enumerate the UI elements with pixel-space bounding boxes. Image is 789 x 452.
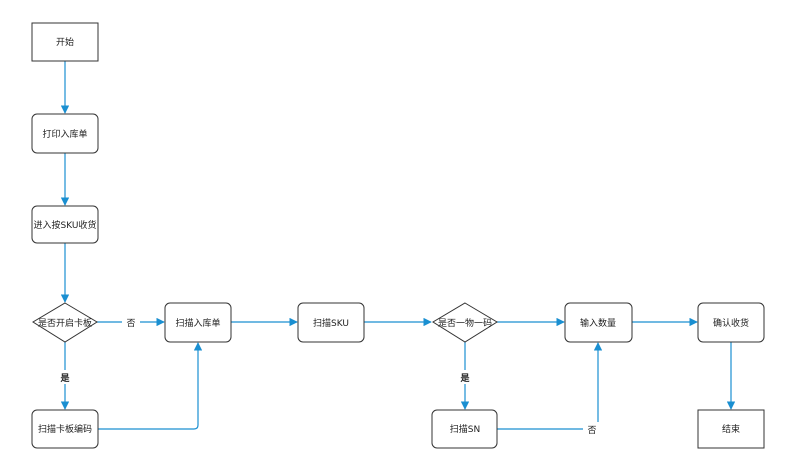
node-end-label: 结束 — [722, 423, 740, 435]
edge-labels: 否 是 是 否 — [56, 315, 601, 436]
node-start: 开始 — [31, 22, 99, 62]
node-confirm-receive: 确认收货 — [697, 302, 765, 343]
label-pallet-no: 否 — [126, 318, 135, 329]
node-start-label: 开始 — [56, 36, 74, 48]
node-enter-sku-receive: 进入按SKU收货 — [31, 205, 99, 244]
node-end: 结束 — [697, 409, 765, 449]
edges — [60, 61, 736, 430]
label-code-no: 否 — [587, 425, 596, 436]
node-scan-sn: 扫描SN — [431, 409, 498, 449]
node-scan-sku-label: 扫描SKU — [313, 317, 349, 329]
node-confirm-receive-label: 确认收货 — [713, 317, 749, 329]
node-scan-sku: 扫描SKU — [297, 302, 365, 343]
node-print-order: 打印入库单 — [31, 113, 99, 154]
label-pallet-yes: 是 — [59, 373, 70, 384]
label-code-yes: 是 — [459, 373, 470, 384]
node-input-quantity: 输入数量 — [564, 302, 633, 343]
nodes: 开始 打印入库单 进入按SKU收货 是否开启卡板 扫描卡板编码 扫描入库单 — [31, 22, 765, 449]
node-enter-sku-receive-label: 进入按SKU收货 — [34, 219, 97, 231]
node-scan-pallet-code-label: 扫描卡板编码 — [38, 423, 92, 435]
node-scan-inbound-order: 扫描入库单 — [164, 302, 232, 343]
node-scan-inbound-order-label: 扫描入库单 — [175, 317, 220, 329]
node-pallet-decision-label: 是否开启卡板 — [38, 317, 92, 329]
node-scan-pallet-code: 扫描卡板编码 — [31, 409, 99, 449]
node-one-code-decision-label: 是否一物一码 — [438, 317, 492, 329]
node-print-order-label: 打印入库单 — [42, 128, 87, 140]
edge-scan-pallet-to-scan-order — [97, 342, 203, 430]
node-scan-sn-label: 扫描SN — [450, 423, 480, 435]
node-one-code-decision: 是否一物一码 — [432, 302, 498, 343]
node-pallet-decision: 是否开启卡板 — [32, 302, 98, 343]
edge-scan-sn-to-input-qty — [497, 342, 603, 430]
node-input-quantity-label: 输入数量 — [580, 317, 616, 329]
